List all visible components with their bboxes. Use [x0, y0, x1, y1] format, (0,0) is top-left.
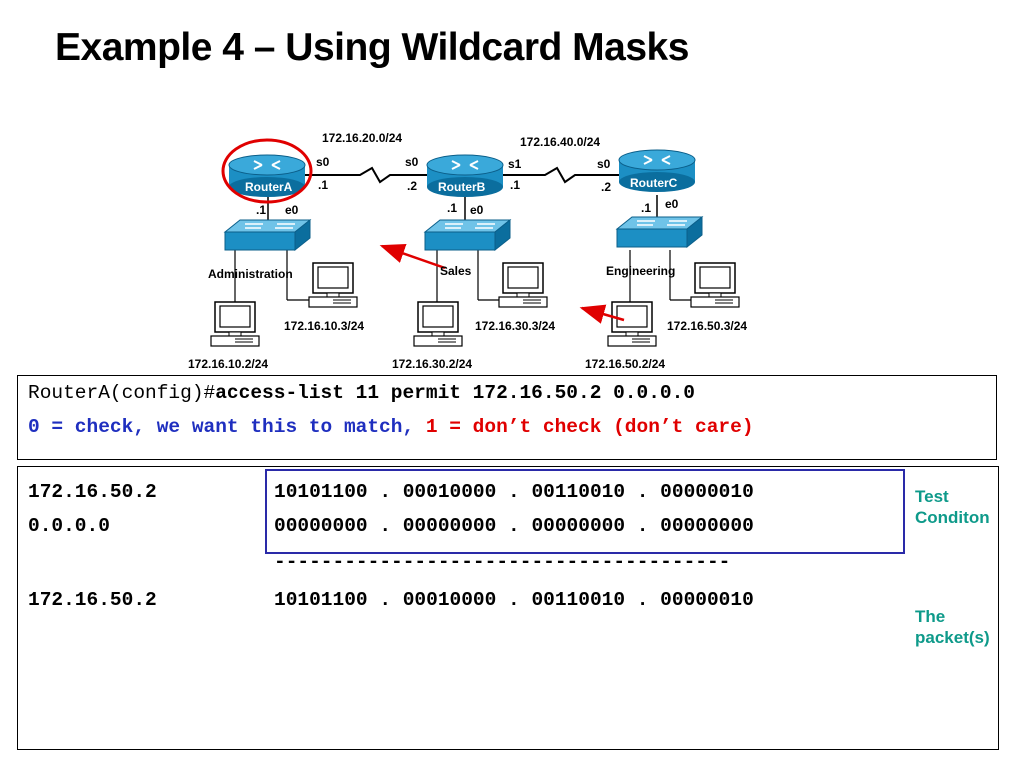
router-c-label: RouterC — [630, 176, 678, 190]
row-bits: 10101100 . 00010000 . 00110010 . 0000001… — [274, 481, 754, 503]
row-label: 172.16.50.2 — [28, 589, 157, 611]
router-a-highlight — [221, 138, 313, 204]
legend-one: 1 = don’t check (don’t care) — [425, 416, 754, 438]
host-sales-2-label: 172.16.30.2/24 — [392, 357, 472, 371]
router-b-label: RouterB — [438, 180, 486, 194]
row-label: 172.16.50.2 — [28, 481, 157, 503]
test-condition-highlight — [265, 469, 905, 554]
router-c-e0-ip: .1 — [641, 201, 651, 215]
test-label-line1: Test — [915, 487, 949, 506]
host-eng-1-label: 172.16.50.3/24 — [667, 319, 747, 333]
host-admin-1-label: 172.16.10.3/24 — [284, 319, 364, 333]
serial-link-bc — [500, 166, 620, 184]
network-diagram: RouterA RouterB RouterC 172.16.20.0/24 1… — [188, 131, 747, 371]
arrow-from-eng — [579, 304, 625, 324]
router-c-s0: s0 — [597, 157, 611, 171]
router-c-e0: e0 — [665, 197, 679, 211]
pc-admin-host1 — [308, 262, 358, 308]
divider-line: --------------------------------------- — [274, 551, 731, 573]
network-ab-label: 172.16.20.0/24 — [322, 131, 402, 145]
host-admin-2-label: 172.16.10.2/24 — [188, 357, 268, 371]
host-eng-2-label: 172.16.50.2/24 — [585, 357, 665, 371]
pc-sales-host2 — [413, 301, 463, 347]
row-label: 0.0.0.0 — [28, 515, 110, 537]
legend-zero: 0 = check, we want this to match, — [28, 416, 415, 438]
lan-sales-label: Sales — [440, 264, 472, 278]
network-bc-label: 172.16.40.0/24 — [520, 135, 600, 149]
config-prompt: RouterA(config)# — [28, 382, 216, 404]
config-line: RouterA(config)#access-list 11 permit 17… — [28, 382, 695, 404]
config-command: access-list 11 permit 172.16.50.2 0.0.0.… — [215, 382, 696, 404]
router-b-e0-ip: .1 — [447, 201, 457, 215]
comparison-box: 172.16.50.2 10101100 . 00010000 . 001100… — [17, 466, 999, 750]
legend-line: 0 = check, we want this to match, 1 = do… — [28, 416, 754, 438]
router-b-s0: s0 — [405, 155, 419, 169]
pc-eng-host2 — [607, 301, 657, 347]
pc-eng-host1 — [690, 262, 740, 308]
packet-label-line1: The — [915, 607, 946, 626]
router-b-s1-ip: .1 — [510, 178, 520, 192]
router-a-e0-ip: .1 — [256, 203, 266, 217]
config-box: RouterA(config)#access-list 11 permit 17… — [17, 375, 997, 460]
router-c-s0-ip: .2 — [601, 180, 611, 194]
host-sales-1-label: 172.16.30.3/24 — [475, 319, 555, 333]
lan-administration-label: Administration — [208, 267, 293, 281]
router-a-e0: e0 — [285, 203, 299, 217]
router-b-e0: e0 — [470, 203, 484, 217]
row-bits: 10101100 . 00010000 . 00110010 . 0000001… — [274, 589, 754, 611]
pc-sales-host1 — [498, 262, 548, 308]
router-b-s0-ip: .2 — [407, 179, 417, 193]
arrow-to-admin — [379, 243, 446, 270]
switch-engineering — [616, 216, 703, 248]
pc-admin-host2 — [210, 301, 260, 347]
router-a-label: RouterA — [245, 180, 293, 194]
packet-label-line2: packet(s) — [915, 628, 990, 647]
switch-sales — [424, 219, 511, 251]
row-bits: 00000000 . 00000000 . 00000000 . 0000000… — [274, 515, 754, 537]
router-a-s0: s0 — [316, 155, 330, 169]
test-label-line2: Conditon — [915, 508, 990, 527]
router-a-s0-ip: .1 — [318, 178, 328, 192]
lan-engineering-label: Engineering — [606, 264, 675, 278]
test-condition-label: Test Conditon — [915, 486, 990, 528]
packet-label: The packet(s) — [915, 606, 990, 648]
router-b-s1: s1 — [508, 157, 522, 171]
page-title: Example 4 – Using Wildcard Masks — [55, 26, 689, 69]
switch-administration — [224, 219, 311, 251]
serial-link-ab — [300, 166, 430, 184]
